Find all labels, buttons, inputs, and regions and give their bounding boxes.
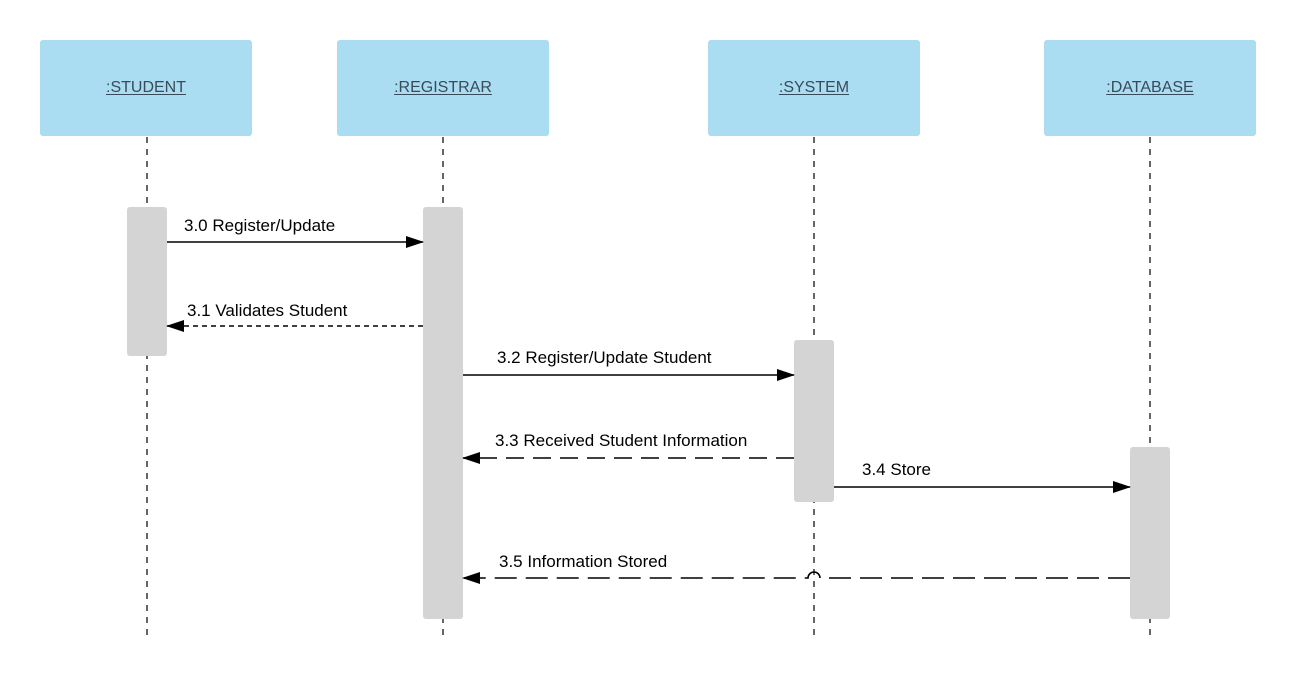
lifeline-header-database: :DATABASE: [1044, 40, 1256, 136]
lifeline-label-system: :SYSTEM: [778, 79, 850, 96]
activation-registrar: [423, 207, 463, 619]
message-arrow-3-5: [462, 571, 1130, 584]
lifeline-label-database: :DATABASE: [1106, 79, 1194, 96]
message-label-3-2: 3.2 Register/Update Student: [497, 348, 712, 367]
message-label-3-0: 3.0 Register/Update: [184, 216, 335, 235]
lifeline-label-registrar: :REGISTRAR: [394, 79, 492, 96]
message-label-3-5: 3.5 Information Stored: [499, 552, 667, 571]
activation-student: [127, 207, 167, 356]
message-label-3-4: 3.4 Store: [862, 460, 931, 479]
activation-system: [794, 340, 834, 502]
message-label-3-3: 3.3 Received Student Information: [495, 431, 747, 450]
lifeline-header-system: :SYSTEM: [708, 40, 920, 136]
lifeline-label-student: :STUDENT: [106, 79, 186, 96]
lifeline-header-student: :STUDENT: [40, 40, 252, 136]
lifeline-header-registrar: :REGISTRAR: [337, 40, 549, 136]
message-label-3-1: 3.1 Validates Student: [187, 301, 348, 320]
activation-database: [1130, 447, 1170, 619]
